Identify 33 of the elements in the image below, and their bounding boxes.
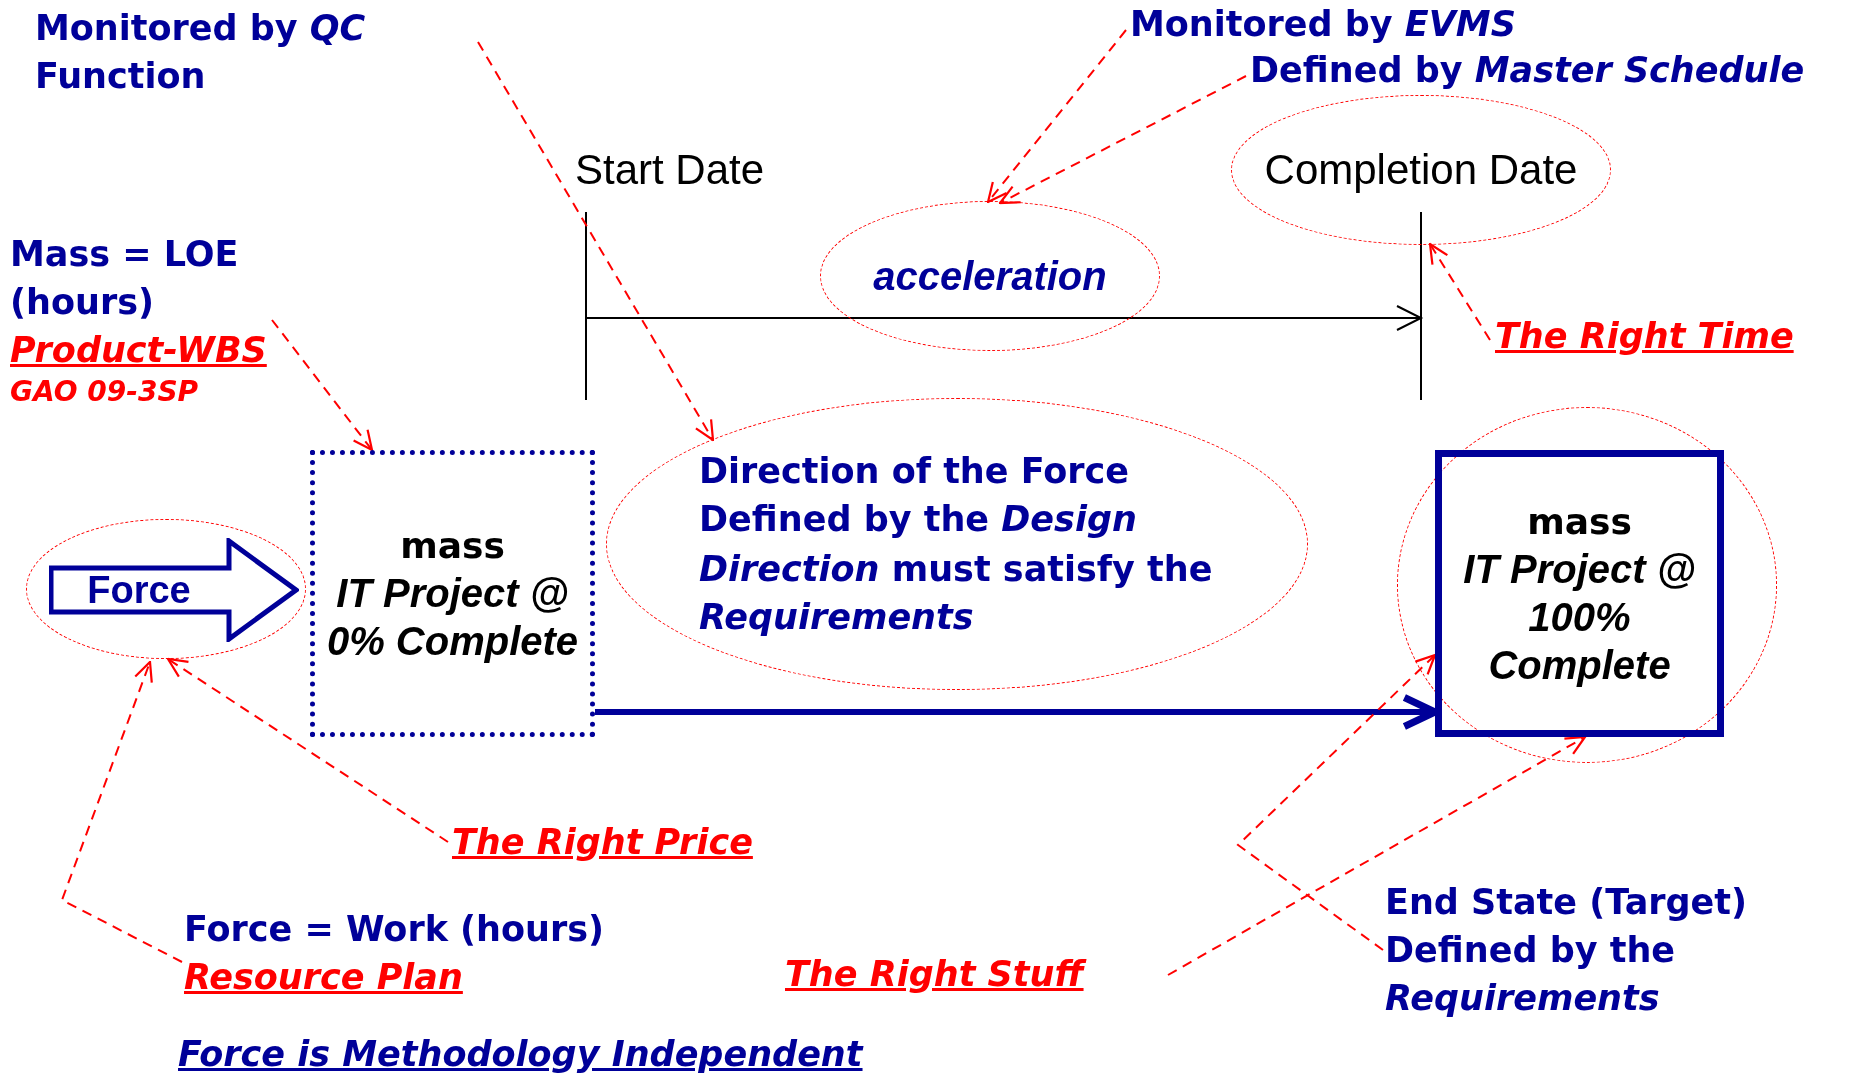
arrow-label: Force — [86, 570, 192, 610]
leader-line — [1167, 735, 1587, 976]
dotted-box — [310, 450, 595, 737]
annotation-text: Monitored by EVMS — [1130, 0, 1550, 48]
leader-line — [986, 29, 1127, 204]
leader-line — [477, 41, 715, 442]
box-text: mass — [1527, 499, 1632, 544]
leader-line — [60, 660, 183, 963]
annotation-text: Product-WBS — [10, 329, 268, 372]
annotation-text: The Right Price — [452, 818, 832, 874]
annotation-text: Monitored by QC Function — [35, 4, 495, 114]
ellipse-label: Completion Date — [1264, 145, 1578, 195]
annotation-text: GAO 09-3SP — [10, 374, 200, 410]
annotation-text: Defined by Master Schedule — [1250, 46, 1860, 98]
annotation-text: Resource Plan — [184, 956, 464, 999]
annotation-text: Mass = LOE (hours) — [10, 233, 240, 324]
annotation-text: The Right Stuff — [785, 950, 1185, 1006]
annotation-text: Force is Methodology Independent — [178, 1033, 863, 1076]
leader-line — [1236, 653, 1437, 951]
annotation-text: End State (Target) Defined by the Requirements — [1385, 878, 1855, 1048]
leader-line — [271, 319, 374, 452]
annotation-text: The Right Time — [1495, 312, 1855, 368]
target-box — [1435, 450, 1724, 737]
ellipse-label: acceleration — [873, 253, 1107, 299]
annotation-text: Force = Work (hours) — [184, 908, 606, 951]
leader-line — [1428, 242, 1491, 341]
leader-line — [998, 75, 1247, 205]
leader-line — [166, 657, 449, 843]
box-text: mass — [400, 523, 505, 568]
annotation-text: Start Date — [575, 145, 765, 195]
box-text: IT Project @ 100% Complete — [1462, 545, 1697, 689]
ellipse-label: Direction must satisfy the Requirements — [699, 548, 1214, 639]
box-text: IT Project @ 0% Complete — [325, 569, 580, 665]
